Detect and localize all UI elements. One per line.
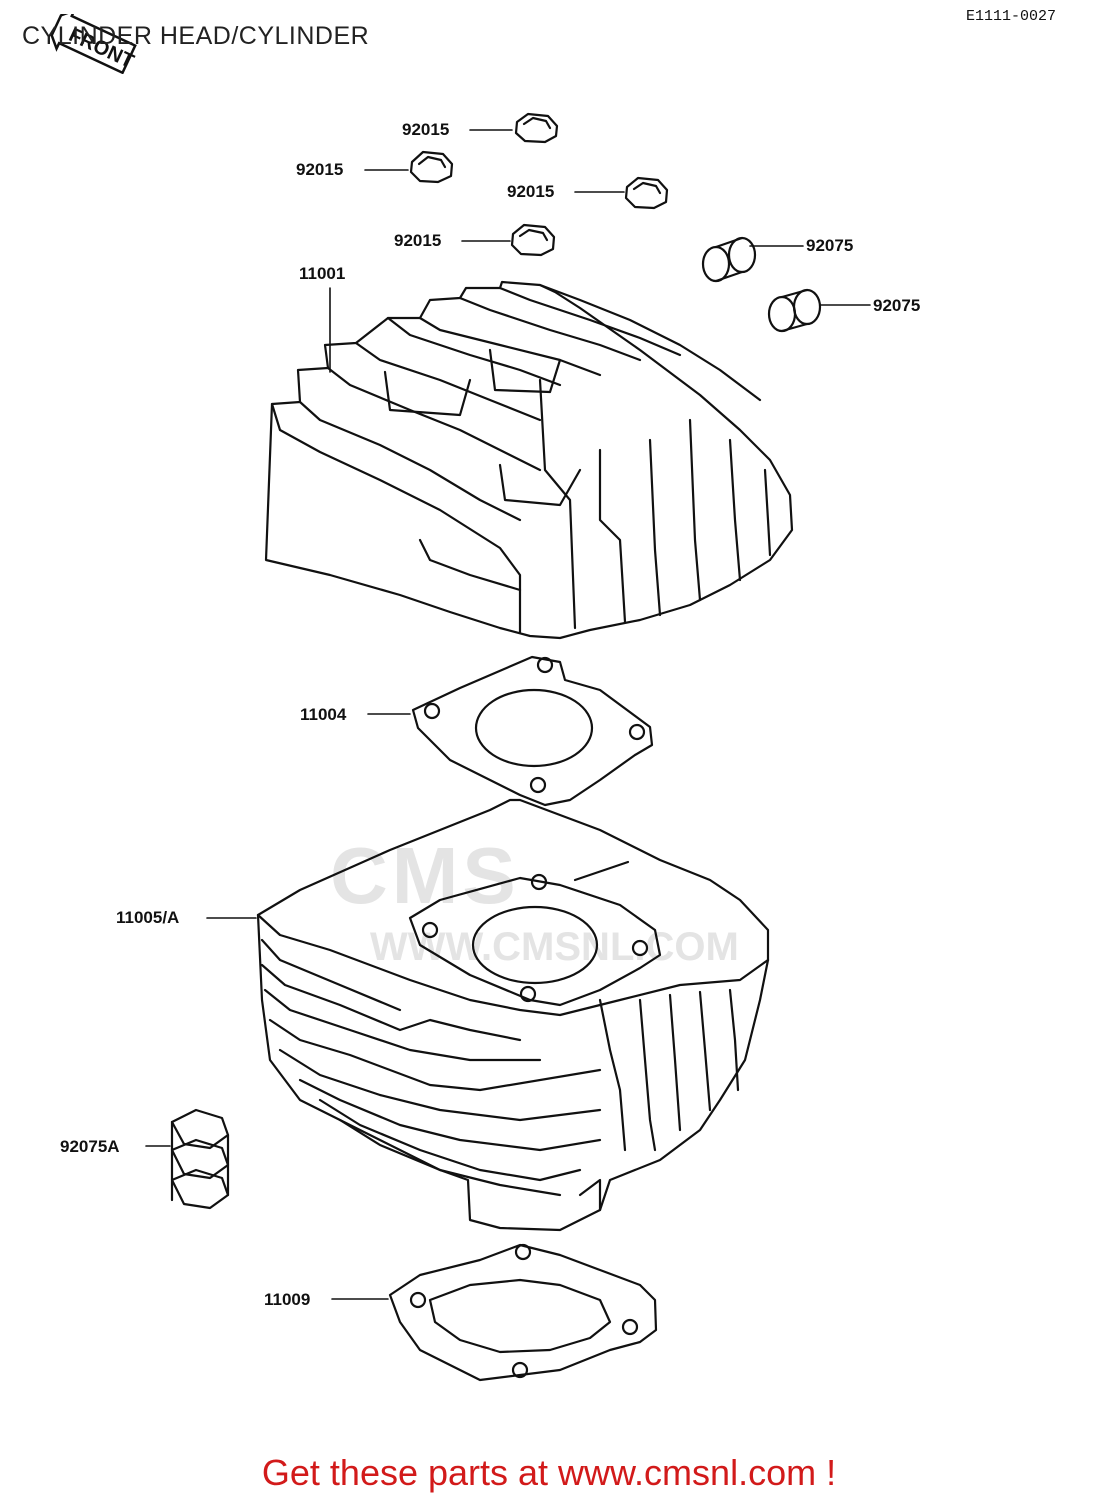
part-label-92015[interactable]: 92015	[402, 120, 450, 139]
part-label-92015[interactable]: 92015	[296, 160, 344, 179]
part-label-92075[interactable]: 92075	[873, 296, 921, 315]
dowel-pin-part	[767, 288, 822, 333]
cylinder-part	[256, 798, 770, 1232]
damper-block-part	[170, 1108, 230, 1210]
base-gasket-part	[388, 1243, 658, 1382]
reference-code: E1111-0027	[966, 8, 1057, 25]
page-title: CYLINDER HEAD/CYLINDER	[22, 22, 370, 50]
leader-lines	[145, 129, 871, 1300]
front-direction-arrow: FRONT	[50, 14, 137, 74]
part-label-11005-a[interactable]: 11005/A	[116, 908, 180, 927]
part-label-11009[interactable]: 11009	[264, 1290, 311, 1309]
dowel-pin-part	[701, 236, 757, 283]
part-label-11001[interactable]: 11001	[299, 264, 346, 283]
nut-part	[624, 176, 669, 210]
watermark-brand: CMS	[330, 831, 520, 920]
cylinder-head-part	[264, 280, 794, 640]
part-label-92075a[interactable]: 92075A	[60, 1137, 120, 1156]
part-label-92015[interactable]: 92015	[394, 231, 442, 250]
nut-part	[510, 223, 556, 257]
head-gasket-part	[411, 655, 654, 807]
part-label-92015[interactable]: 92015	[507, 182, 555, 201]
part-label-92075[interactable]: 92075	[806, 236, 854, 255]
part-label-11004[interactable]: 11004	[300, 705, 347, 724]
nut-part	[514, 112, 559, 144]
nut-part	[409, 150, 454, 184]
footer-link[interactable]: Get these parts at www.cmsnl.com !	[261, 1452, 837, 1493]
watermark-site: WWW.CMSNL.COM	[370, 925, 739, 969]
